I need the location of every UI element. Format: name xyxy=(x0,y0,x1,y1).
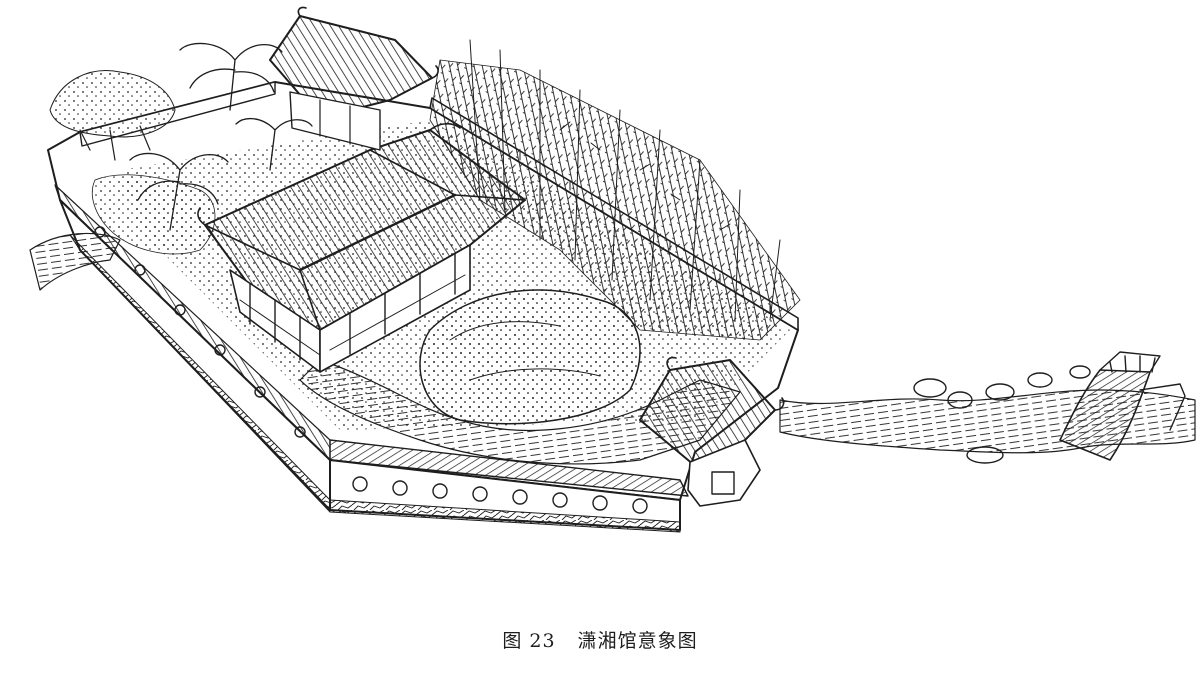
rear-pavilion-body xyxy=(289,91,381,151)
figure-number: 图 23 xyxy=(502,630,556,652)
veranda-columns xyxy=(249,253,456,361)
gate-pavilion-body xyxy=(687,439,761,507)
shrubs-left-bed xyxy=(91,174,216,255)
shrubs-upper-left xyxy=(49,70,176,138)
rockery xyxy=(419,289,641,425)
wall-lattice-windows xyxy=(94,226,648,514)
bridge-railing xyxy=(1099,351,1186,431)
main-hall-ridge xyxy=(298,193,457,272)
stream-rocks xyxy=(913,365,1091,464)
figure-caption: 图 23 潇湘馆意象图 xyxy=(0,626,1200,653)
bamboo-stalks xyxy=(469,39,781,321)
wall-coping-left xyxy=(54,184,331,461)
left-inflow-stream xyxy=(29,232,121,291)
figure-title: 潇湘馆意象图 xyxy=(577,630,698,652)
